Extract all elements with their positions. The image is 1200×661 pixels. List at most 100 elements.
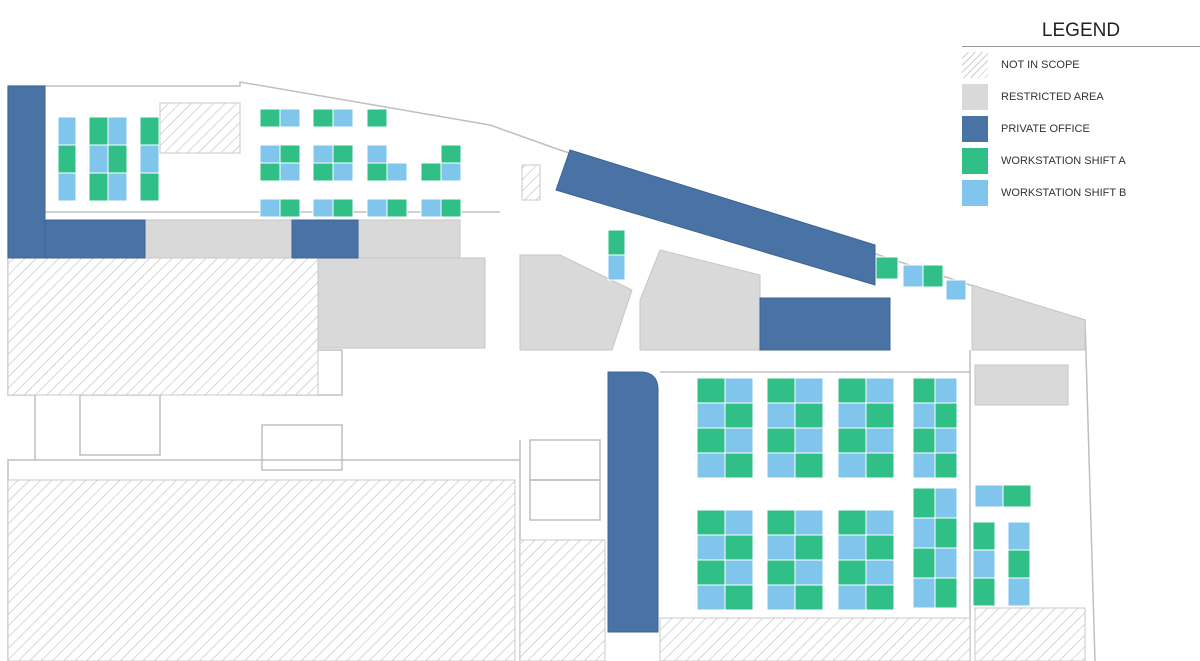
legend-label: RESTRICTED AREA [1001,91,1104,103]
legend-swatch [962,180,988,206]
workstation-shift-a [837,377,867,404]
workstation-shift-b [766,584,796,611]
legend-swatch [962,52,988,78]
workstation-shift-a [972,577,996,607]
workstation-shift-a [724,534,754,561]
workstation-shift-b [696,452,726,479]
workstation-shift-a [88,172,109,202]
workstation-shift-a [312,162,334,182]
workstation-shift-a [837,559,867,586]
workstation-shift-b [279,162,301,182]
workstation-shift-b [972,549,996,579]
workstation-shift-b [366,198,388,218]
legend-label: WORKSTATION SHIFT B [1001,187,1127,199]
workstation-shift-a [794,402,824,429]
workstation-shift-b [279,108,301,128]
workstation-shift-b [312,198,334,218]
workstation-shift-b [912,517,936,549]
workstation-shift-b [724,509,754,536]
workstation-shift-a [766,377,796,404]
workstation-shift-a [696,559,726,586]
workstation-shift-a [259,108,281,128]
workstation-shift-b [837,402,867,429]
workstation-shift-b [724,377,754,404]
workstation-shift-b [794,559,824,586]
workstation-shift-a [766,427,796,454]
workstation-shift-a [934,517,958,549]
workstation-shift-a [139,116,160,146]
workstation-shift-b [332,162,354,182]
workstation-shift-b [312,144,334,164]
workstation-shift-a [139,172,160,202]
workstation-shift-b [974,484,1004,508]
legend-item: PRIVATE OFFICE [962,113,1200,145]
workstation-shift-b [366,144,388,164]
workstation-shift-a [766,509,796,536]
workstation-shift-a [972,521,996,551]
workstation-shift-a [88,116,109,146]
workstation-shift-a [607,229,626,256]
legend-item: WORKSTATION SHIFT A [962,145,1200,177]
workstation-shift-b [107,116,128,146]
workstation-shift-b [794,427,824,454]
workstation-shift-b [57,172,77,202]
workstation-shift-a [837,427,867,454]
workstation-shift-a [279,198,301,218]
workstation-shift-a [912,427,936,454]
legend: LEGEND NOT IN SCOPE RESTRICTED AREA PRIVAT… [962,20,1200,209]
workstation-shift-a [865,402,895,429]
workstation-shift-b [440,162,462,182]
workstation-shift-b [724,559,754,586]
workstation-shift-a [724,452,754,479]
private-offices [7,85,891,633]
legend-item: WORKSTATION SHIFT B [962,177,1200,209]
workstation-shift-a [259,162,281,182]
workstation-shift-a [420,162,442,182]
workstation-shift-a [934,452,958,479]
workstation-shift-b [57,116,77,146]
workstation-shift-a [107,144,128,174]
workstation-shift-a [696,509,726,536]
workstation-shift-a [912,377,936,404]
legend-title: LEGEND [962,20,1200,47]
workstation-shift-a [724,584,754,611]
workstation-shift-a [794,584,824,611]
workstation-shift-a [440,198,462,218]
workstation-shift-a [1002,484,1032,508]
workstation-shift-b [912,402,936,429]
workstation-shift-a [1007,549,1031,579]
workstation-shift-b [766,452,796,479]
workstation-shift-a [366,162,388,182]
workstation-shift-a [837,509,867,536]
workstation-shift-b [794,509,824,536]
workstation-shift-b [1007,521,1031,551]
workstation-shift-b [259,144,281,164]
workstation-shift-b [794,377,824,404]
workstation-shift-a [934,402,958,429]
workstation-shift-a [912,487,936,519]
workstation-shift-a [865,534,895,561]
workstation-shift-b [865,377,895,404]
workstation-shift-a [934,577,958,609]
workstation-shift-a [875,256,899,280]
workstations [57,108,1032,611]
workstation-shift-b [259,198,281,218]
legend-item: RESTRICTED AREA [962,81,1200,113]
workstation-shift-a [440,144,462,164]
workstation-shift-a [386,198,408,218]
workstation-shift-b [902,264,924,288]
workstation-shift-b [696,584,726,611]
workstation-shift-a [57,144,77,174]
legend-label: PRIVATE OFFICE [1001,123,1090,135]
workstation-shift-b [139,144,160,174]
workstation-shift-b [88,144,109,174]
workstation-shift-a [794,452,824,479]
workstation-shift-b [865,427,895,454]
restricted-areas [144,219,1086,406]
workstation-shift-b [934,487,958,519]
legend-item: NOT IN SCOPE [962,49,1200,81]
workstation-shift-b [696,534,726,561]
workstation-shift-b [766,534,796,561]
workstation-shift-a [312,108,334,128]
